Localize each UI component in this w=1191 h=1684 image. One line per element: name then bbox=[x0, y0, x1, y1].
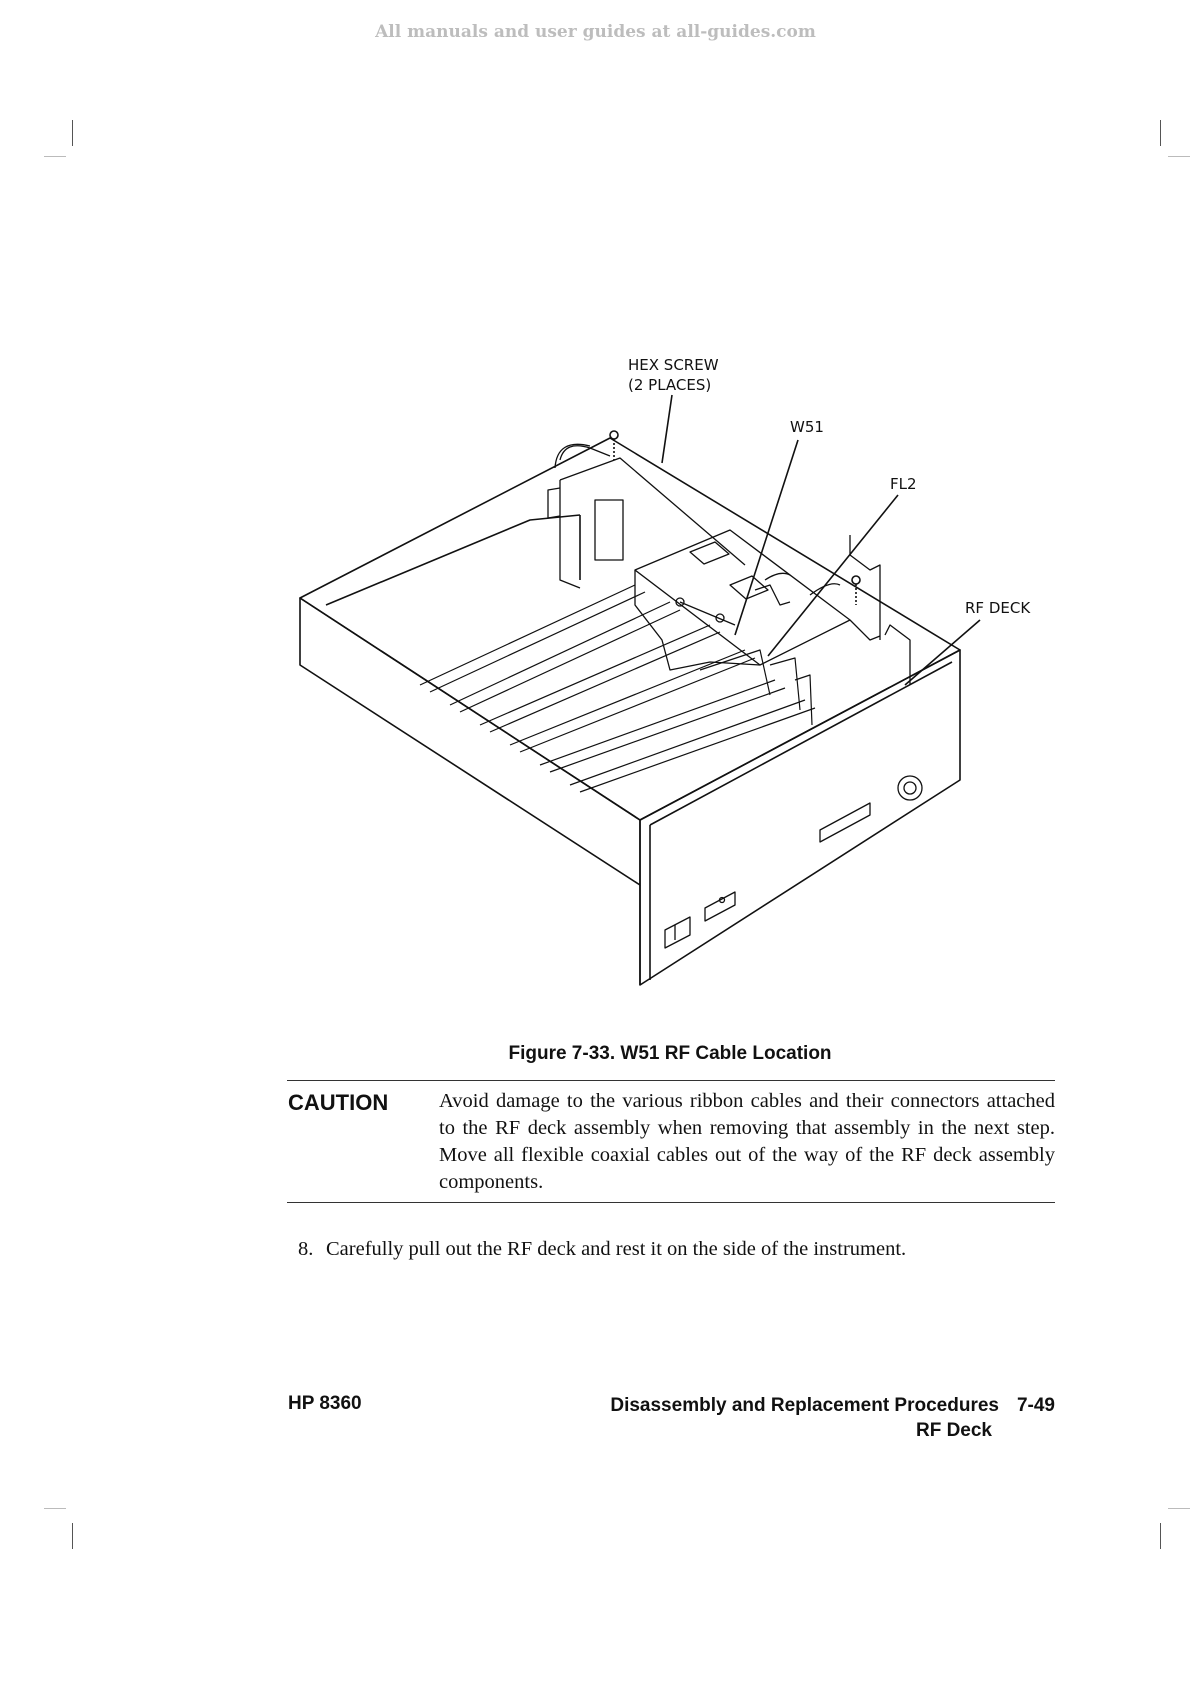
hex-screw-right bbox=[851, 575, 861, 605]
step-text: Carefully pull out the RF deck and rest … bbox=[326, 1238, 907, 1260]
caution-label: CAUTION bbox=[288, 1090, 389, 1115]
crop-mark-bottom-left-h bbox=[44, 1508, 66, 1509]
callout-rf-deck: RF DECK bbox=[965, 599, 1031, 617]
figure-caption: Figure 7-33. W51 RF Cable Location bbox=[508, 1043, 832, 1064]
callout-w51: W51 bbox=[790, 418, 824, 436]
crop-mark-top-left-h bbox=[44, 156, 66, 157]
leader-rf-deck bbox=[904, 619, 981, 686]
callout-hex-screw-places: (2 PLACES) bbox=[628, 376, 711, 394]
front-panel-details bbox=[664, 775, 923, 949]
ribbon-cable-edge bbox=[554, 443, 591, 469]
hex-screw-left bbox=[609, 430, 619, 460]
interior-wall bbox=[325, 514, 581, 606]
crop-mark-bottom-left bbox=[72, 1523, 73, 1549]
footer-subsection: RF Deck bbox=[915, 1420, 992, 1441]
caution-rule-bottom bbox=[287, 1202, 1055, 1203]
crop-mark-top-right bbox=[1160, 120, 1161, 146]
footer-model: HP 8360 bbox=[288, 1393, 362, 1414]
footer-page-number: 7-49 bbox=[1016, 1395, 1055, 1416]
crop-mark-bottom-right bbox=[1160, 1523, 1161, 1549]
leader-hex-screw bbox=[661, 394, 673, 464]
ribbon-cable bbox=[559, 445, 611, 461]
crop-mark-top-left bbox=[72, 120, 73, 146]
box-left-side bbox=[299, 597, 641, 886]
leader-fl2 bbox=[767, 494, 899, 657]
instrument-illustration: HEX SCREW (2 PLACES) W51 FL2 RF DECK bbox=[299, 356, 1031, 986]
front-panel-connector bbox=[897, 775, 923, 801]
caution-text: Avoid damage to the various ribbon cable… bbox=[439, 1090, 1055, 1193]
card-cage-slots bbox=[419, 584, 816, 793]
footer-right: Disassembly and Replacement Procedures 7-… bbox=[610, 1393, 1055, 1443]
crop-mark-bottom-right-h bbox=[1168, 1508, 1190, 1509]
step-number: 8. bbox=[298, 1238, 314, 1260]
callout-fl2: FL2 bbox=[890, 475, 917, 493]
watermark: All manuals and user guides at all-guide… bbox=[375, 22, 816, 42]
leader-w51 bbox=[734, 439, 799, 636]
rf-deck-assembly bbox=[547, 457, 911, 685]
caution-rule-top bbox=[287, 1080, 1055, 1081]
footer-section: Disassembly and Replacement Procedures bbox=[610, 1395, 999, 1416]
crop-mark-top-right-h bbox=[1168, 156, 1190, 157]
front-panel-top-edge bbox=[649, 661, 953, 826]
box-front-panel bbox=[639, 649, 961, 986]
procedure-step: 8. Carefully pull out the RF deck and res… bbox=[298, 1238, 1058, 1261]
callout-hex-screw: HEX SCREW bbox=[628, 356, 719, 374]
figure-w51-rf-cable: HEX SCREW (2 PLACES) W51 FL2 RF DECK bbox=[290, 340, 1060, 1040]
